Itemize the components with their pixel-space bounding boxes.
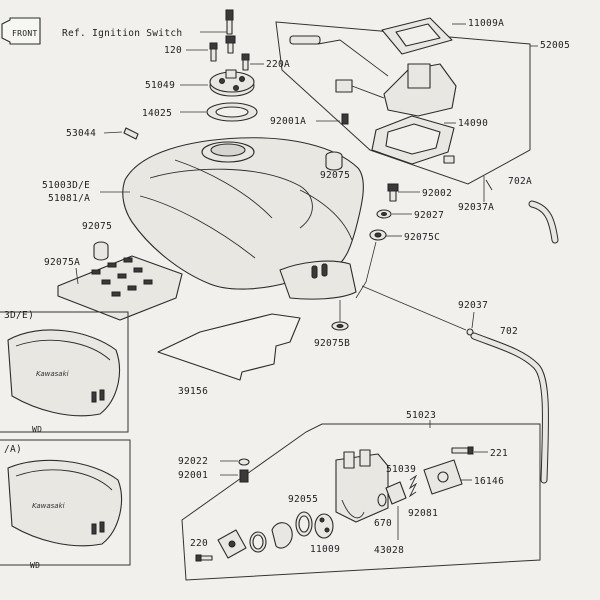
oring-lever [249, 531, 267, 553]
filler-gasket [206, 102, 258, 122]
callout-92075C: 92075C [404, 232, 440, 243]
callout-220: 220 [190, 538, 208, 549]
spring-92081 [408, 474, 418, 498]
packing-670 [377, 493, 387, 507]
callout-51003D-E: 51003D/E [42, 180, 90, 191]
valve-lever [271, 522, 293, 549]
inset-tank-variant-1: 3D/E) Kawasaki WD [0, 310, 129, 434]
oring-92055 [295, 511, 313, 537]
callout-120: 120 [164, 45, 182, 56]
callout-92001: 92001 [178, 470, 208, 481]
fuel-pump-group-frame [275, 21, 531, 185]
fuel-valve-group-frame [181, 423, 541, 581]
rubber-pin [123, 127, 139, 140]
callout-92022: 92022 [178, 456, 208, 467]
fuel-pump-assembly [289, 35, 457, 117]
callout-702: 702 [500, 326, 518, 337]
inset-2-label: /A) [4, 444, 22, 455]
callout-702A: 702A [508, 176, 532, 187]
screw-220 [195, 554, 213, 562]
washer-92027 [376, 209, 392, 219]
callout-52005: 52005 [540, 40, 570, 51]
callout-14090: 14090 [458, 118, 488, 129]
callout-51049: 51049 [145, 80, 175, 91]
fuel-tank [122, 137, 364, 300]
callout-670: 670 [374, 518, 392, 529]
damper-92075C [369, 229, 387, 241]
callout-92075B: 92075B [314, 338, 350, 349]
bolt-92001 [239, 469, 249, 483]
protective-sheet-39156 [157, 313, 301, 381]
callout-92002: 92002 [422, 188, 452, 199]
rubber-damper-mid [325, 151, 343, 171]
front-direction-marker: FRONT [1, 17, 41, 45]
front-label: FRONT [12, 29, 38, 38]
callout-220A: 220A [266, 59, 290, 70]
callout-92055: 92055 [288, 494, 318, 505]
callout-92037: 92037 [458, 300, 488, 311]
callout-92075-left: 92075 [82, 221, 112, 232]
callout-51023: 51023 [406, 410, 436, 421]
gasket-11009 [314, 513, 334, 539]
leader-92075C-tank [355, 241, 377, 299]
callout-92001A: 92001A [270, 116, 306, 127]
callout-221: 221 [490, 448, 508, 459]
washer-92022 [238, 458, 250, 466]
callout-92081: 92081 [408, 508, 438, 519]
inset-1-label: 3D/E) [4, 310, 34, 321]
valve-plate-16146 [423, 459, 463, 495]
callout-92075A: 92075A [44, 257, 80, 268]
pump-gasket-11009A [381, 17, 453, 55]
callout-92037A: 92037A [458, 202, 494, 213]
callout-39156: 39156 [178, 386, 208, 397]
hose-702 [470, 332, 550, 484]
lever-plate [217, 529, 247, 559]
diaphragm-43028 [385, 481, 407, 505]
bolt-92002 [387, 183, 399, 202]
damper-92075B [331, 321, 349, 331]
callout-92075-mid: 92075 [320, 170, 350, 181]
callout-92027: 92027 [414, 210, 444, 221]
hose-702A [485, 179, 559, 244]
fuel-valve-body [335, 449, 389, 523]
callout-53044: 53044 [66, 128, 96, 139]
callout-51039: 51039 [386, 464, 416, 475]
inset-1-code: WD [32, 425, 42, 434]
filler-cap-screws [209, 9, 250, 71]
inset-1-brand: Kawasaki [36, 370, 69, 378]
screw-221 [451, 446, 474, 455]
rubber-damper-left [93, 241, 109, 261]
filler-cap [209, 69, 255, 97]
ignition-ref-leader [200, 18, 229, 33]
callout-43028: 43028 [374, 545, 404, 556]
rubber-pad-92075A [57, 255, 183, 321]
callout-14025: 14025 [142, 108, 172, 119]
callout-16146: 16146 [474, 476, 504, 487]
ignition-ref-label: Ref. Ignition Switch [62, 28, 182, 39]
callout-11009A: 11009A [468, 18, 504, 29]
inset-tank-variant-2: /A) Kawasaki WD [0, 439, 131, 570]
callout-51081-A: 51081/A [48, 193, 90, 204]
inset-2-brand: Kawasaki [32, 502, 65, 510]
fuel-filter-14090 [371, 115, 455, 165]
callout-11009: 11009 [310, 544, 340, 555]
inset-2-code: WD [30, 561, 40, 570]
